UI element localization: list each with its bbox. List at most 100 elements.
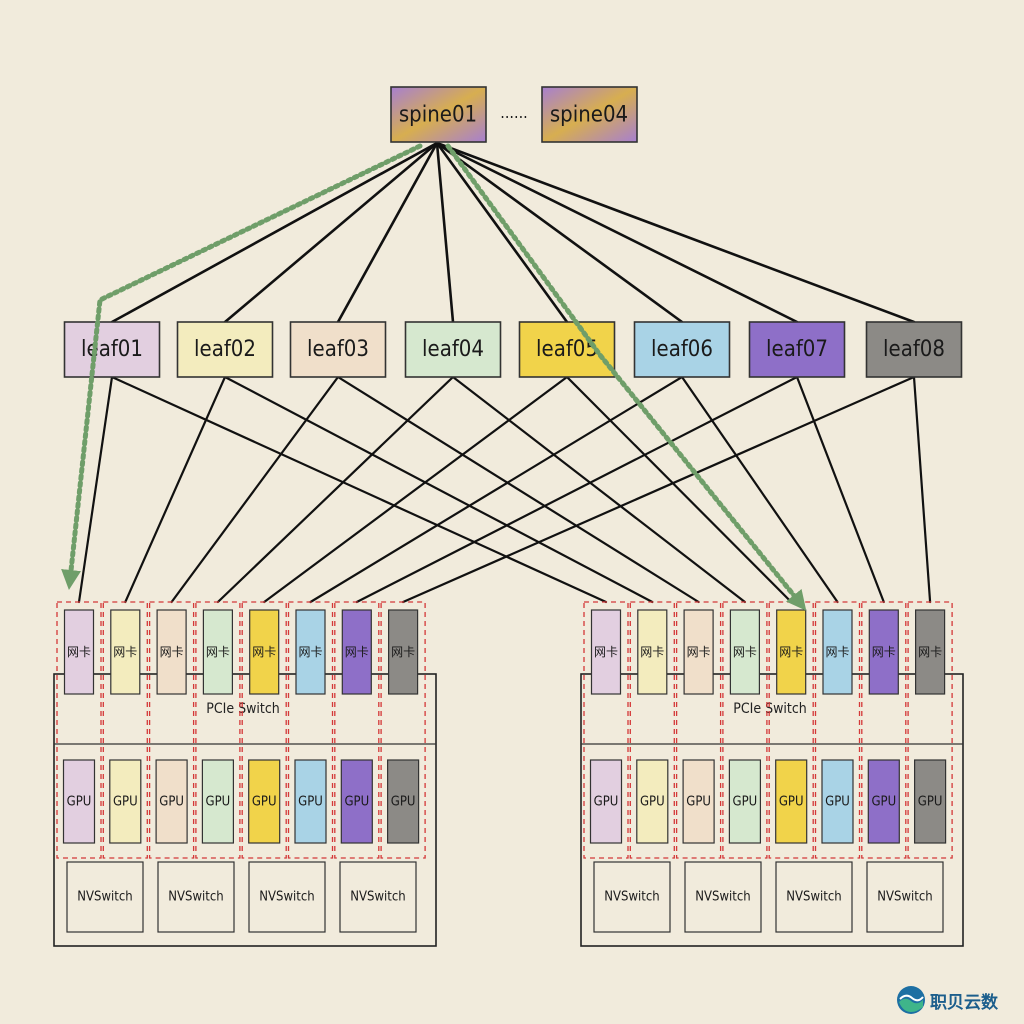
pcie-switch-label: PCIe Switch [206, 701, 280, 717]
gpu-card [155, 759, 188, 844]
gpu-card [109, 759, 142, 844]
nic-label: 网卡 [67, 645, 91, 659]
leaf-nic-link-2-1 [124, 375, 227, 604]
gpu-card [682, 759, 715, 844]
gpu-nic-group [722, 601, 768, 859]
link-lines [77, 141, 932, 604]
gpu-card [913, 759, 947, 844]
pcie-switch-label: PCIe Switch [733, 701, 807, 717]
gpu-label: GPU [686, 795, 711, 810]
nic-card [156, 609, 187, 695]
nic-label: 网卡 [345, 645, 369, 659]
nvswitch-box [66, 861, 144, 933]
gpu-label: GPU [206, 795, 231, 810]
leaf-switch-6: leaf06 [633, 321, 731, 378]
gpu-card [589, 759, 623, 844]
gpu-card [636, 759, 669, 844]
nic-label: 网卡 [872, 645, 896, 659]
gpu-nic-group [583, 601, 629, 859]
leaf-box [289, 321, 387, 378]
nvswitch-box [157, 861, 235, 933]
gpu-label: GPU [594, 795, 619, 810]
leaf-nic-link-8-2 [912, 375, 932, 604]
leaf-label: leaf01 [81, 337, 143, 362]
nic-label: 网卡 [298, 645, 322, 659]
traffic-path-right [445, 143, 807, 611]
gpu-card [728, 759, 762, 844]
nic-label: 网卡 [733, 645, 757, 659]
nvswitch-box [866, 861, 944, 933]
leaf-box [633, 321, 731, 378]
leaf-label: leaf07 [766, 337, 828, 362]
spine-leaf-link-3 [336, 141, 439, 324]
gpu-label: GPU [67, 795, 92, 810]
leaf-nic-link-5-2 [565, 375, 793, 604]
nic-card [637, 609, 668, 695]
gpu-label: GPU [113, 795, 138, 810]
leaf-box [176, 321, 274, 378]
nic-label: 网卡 [160, 645, 184, 659]
gpu-nic-group [380, 601, 426, 859]
gpu-nic-group [287, 601, 334, 859]
wave-logo-icon [897, 986, 925, 1014]
nic-card [295, 609, 326, 695]
leaf-label: leaf08 [883, 337, 945, 362]
gpu-card [867, 759, 900, 844]
leaf-switch-3: leaf03 [289, 321, 387, 378]
leaf-label: leaf06 [651, 337, 713, 362]
nic-card [63, 609, 95, 695]
leaf-switch-8: leaf08 [865, 321, 963, 378]
spine-leaf-link-1 [110, 141, 439, 324]
leaf-nic-link-8-1 [402, 375, 916, 604]
gpu-nic-group [861, 601, 907, 859]
spine-leaf-link-4 [435, 141, 455, 324]
leaf-nic-link-3-2 [336, 375, 700, 604]
leaf-nic-link-2-2 [223, 375, 654, 604]
gpu-label: GPU [252, 795, 277, 810]
nvswitch-label: NVSwitch [604, 890, 659, 905]
nic-card [822, 609, 853, 695]
gpu-nic-group [241, 601, 287, 859]
nic-card [388, 609, 419, 695]
nvswitch-label: NVSwitch [168, 890, 223, 905]
spine-label: spine01 [399, 103, 477, 128]
spine-switches: spine01······spine04 [390, 86, 638, 143]
watermark-text: 职贝云数 [930, 992, 998, 1013]
nic-label: 网卡 [113, 645, 137, 659]
spine-ellipsis: ······ [500, 108, 527, 127]
leaf-nic-link-7-2 [795, 375, 885, 604]
gpu-card [775, 759, 808, 844]
leaf-nic-link-3-1 [170, 375, 340, 604]
gpu-nic-group [148, 601, 195, 859]
server-chassis [580, 673, 964, 947]
server-2: PCIe Switch网卡GPU网卡GPU网卡GPU网卡GPU网卡GPU网卡GP… [580, 601, 964, 947]
leaf-switch-4: leaf04 [404, 321, 502, 378]
nvswitch-box [339, 861, 417, 933]
spine-leaf-link-8 [435, 141, 916, 324]
gpu-label: GPU [825, 795, 850, 810]
gpu-label: GPU [640, 795, 665, 810]
leaf-box [865, 321, 963, 378]
gpu-label: GPU [871, 795, 896, 810]
leaf-label: leaf02 [194, 337, 256, 362]
traffic-paths [61, 143, 807, 611]
nic-label: 网卡 [825, 645, 849, 659]
gpu-label: GPU [344, 795, 369, 810]
nic-label: 网卡 [687, 645, 711, 659]
gpu-nic-group [56, 601, 102, 859]
gpu-label: GPU [733, 795, 758, 810]
nvswitch-label: NVSwitch [259, 890, 314, 905]
leaf-box [748, 321, 846, 378]
gpu-label: GPU [779, 795, 804, 810]
gpu-nic-group [629, 601, 675, 859]
leaf-box [63, 321, 161, 378]
gpu-label: GPU [391, 795, 416, 810]
gpu-card [294, 759, 327, 844]
spine-leaf-link-2 [223, 141, 439, 324]
nic-card [868, 609, 899, 695]
leaf-nic-link-7-1 [355, 375, 799, 604]
spine-switch-first: spine01 [390, 86, 487, 143]
nic-card [110, 609, 141, 695]
gpu-nic-group [195, 601, 241, 859]
